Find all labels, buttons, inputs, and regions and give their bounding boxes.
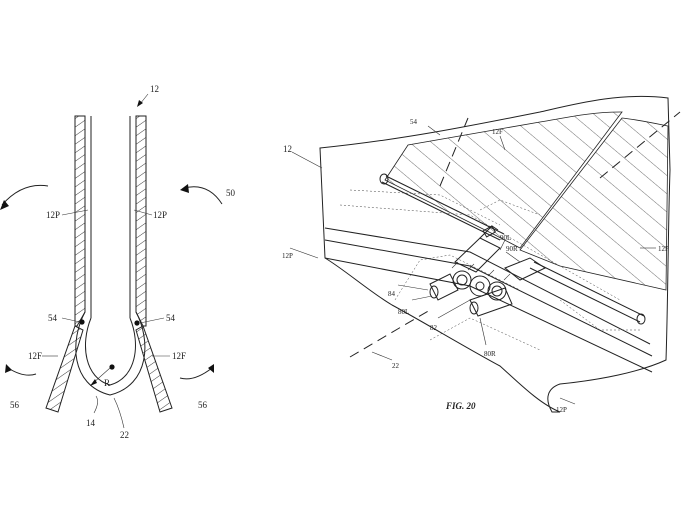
label-r: R — [104, 378, 110, 388]
label-90r: 90R — [506, 245, 518, 253]
label-12: 12 — [150, 84, 159, 94]
leader-84 — [398, 285, 428, 290]
figure-caption: FIG. 20 — [445, 401, 476, 411]
label-56-right: 56 — [198, 400, 208, 410]
label-84: 84 — [388, 290, 396, 298]
label-12-right: 12 — [283, 144, 292, 154]
hinge-mechanism-figure: 12 54 12F 12P 12P 12P 90L 90R 84 80L 82 … — [282, 96, 680, 414]
left-flange — [46, 326, 83, 412]
radius-arrowhead — [90, 379, 97, 386]
leader-80l — [412, 296, 432, 300]
right-flange-arrowhead — [208, 364, 214, 373]
label-80r: 80R — [484, 350, 496, 358]
rod-end-right — [637, 314, 645, 324]
right-pivot-dot — [134, 320, 139, 325]
left-rotation-arrowhead — [0, 200, 9, 210]
right-planar-panel — [136, 116, 146, 326]
leader-54-right — [428, 126, 440, 135]
gear-left-hub — [457, 275, 467, 285]
label-14: 14 — [86, 418, 96, 428]
left-pivot-dot — [79, 319, 84, 324]
fold-axis-line-left — [350, 310, 430, 357]
gear-center-82 — [470, 276, 490, 296]
leader-12p-bottom — [560, 398, 575, 404]
label-54-left: 54 — [48, 313, 58, 323]
hinge-link-upper — [455, 238, 500, 272]
label-50: 50 — [226, 188, 236, 198]
label-54-right: 54 — [166, 313, 176, 323]
leader-12p-left — [290, 248, 318, 258]
bend-loop-inner — [85, 318, 135, 385]
leader-22 — [114, 398, 124, 428]
leader-82 — [438, 300, 470, 318]
label-12p-right-left: 12P — [282, 252, 293, 260]
leader-12-right — [292, 152, 322, 168]
label-22-right: 22 — [392, 362, 400, 370]
label-22: 22 — [120, 430, 129, 440]
folded-display-figure: 12 50 12P 12P 54 54 12F 12F 56 56 R 14 2… — [0, 84, 236, 440]
leader-22-right — [372, 352, 392, 360]
label-80l: 80L — [398, 308, 409, 316]
right-flange-arrow — [180, 368, 212, 379]
label-12f-right: 12F — [492, 128, 503, 136]
label-82: 82 — [430, 324, 438, 332]
leader-80r — [480, 318, 486, 345]
gear-center-hub — [476, 282, 484, 290]
left-rotation-arrow — [2, 185, 48, 205]
gear-housing-80l — [430, 274, 458, 300]
label-12f-left: 12F — [28, 351, 42, 361]
label-12p-right-right: 12P — [658, 245, 669, 253]
label-56-left: 56 — [10, 400, 20, 410]
right-rotation-arrowhead — [180, 184, 189, 193]
label-12f-right: 12F — [172, 351, 186, 361]
label-12p-right: 12P — [153, 210, 167, 220]
left-flange-arrowhead — [5, 364, 12, 373]
label-90l: 90L — [500, 234, 511, 242]
leader-90r — [506, 252, 520, 262]
left-planar-panel — [75, 116, 85, 326]
leader-14 — [94, 396, 98, 413]
radius-center-dot — [109, 364, 114, 369]
hinge-link-90r — [505, 258, 545, 280]
right-rotation-arrow — [184, 187, 222, 204]
hidden-line-5 — [430, 318, 540, 350]
left-flange-arrow — [8, 368, 36, 375]
label-54-right: 54 — [410, 118, 418, 126]
label-12p-right-bottom: 12P — [556, 406, 567, 414]
label-12p-left: 12P — [46, 210, 60, 220]
